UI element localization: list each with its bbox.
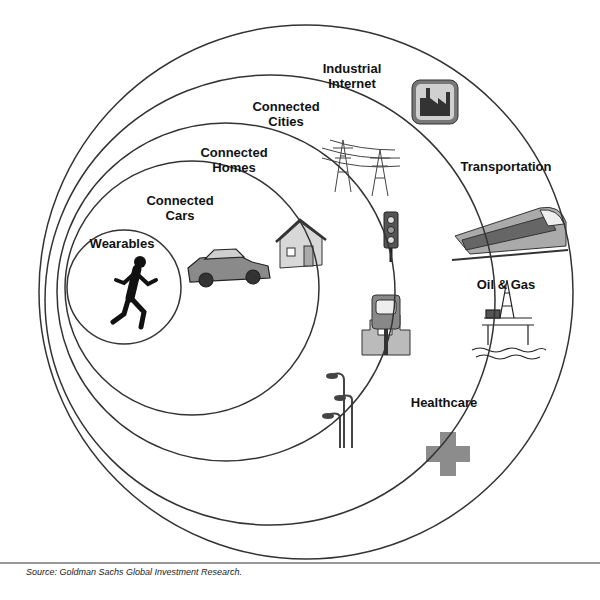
circle-label: Connected Homes bbox=[194, 145, 274, 175]
circle-border bbox=[65, 161, 319, 415]
circle-label: Industrial Internet bbox=[307, 61, 397, 91]
power-pylon-icon bbox=[322, 140, 400, 196]
connected-cars-circle: Connected CarsWearables bbox=[64, 160, 320, 416]
circle-label: Connected Cities bbox=[246, 99, 326, 129]
car-icon bbox=[188, 249, 270, 287]
circle-border bbox=[67, 230, 181, 344]
train-icon bbox=[452, 207, 568, 260]
house-icon bbox=[276, 220, 326, 268]
circle-border bbox=[45, 75, 495, 525]
circle-label: Connected Cars bbox=[140, 193, 220, 223]
circle-label: Wearables bbox=[77, 236, 167, 251]
oil-rig-icon bbox=[472, 280, 546, 359]
connected-cities-circle: Connected CitiesConnected HomesConnected… bbox=[44, 74, 496, 526]
source-caption: Source: Goldman Sachs Global Investment … bbox=[26, 567, 242, 577]
factory-icon bbox=[412, 80, 458, 124]
sector-label: Healthcare bbox=[411, 395, 477, 410]
sector-label: Transportation bbox=[460, 159, 551, 174]
circle-outline bbox=[44, 74, 496, 526]
circle-border bbox=[39, 25, 573, 559]
caption-rule bbox=[0, 563, 600, 564]
wearables-circle: Wearables bbox=[66, 229, 182, 345]
circle-border bbox=[57, 123, 395, 461]
connected-homes-circle: Connected HomesConnected CarsWearables bbox=[56, 122, 396, 462]
sector-label: Oil & Gas bbox=[477, 277, 536, 292]
street-lamp-icon bbox=[323, 374, 352, 448]
industrial-internet-circle: Industrial InternetConnected CitiesConne… bbox=[38, 24, 574, 560]
runner-icon bbox=[113, 256, 156, 327]
